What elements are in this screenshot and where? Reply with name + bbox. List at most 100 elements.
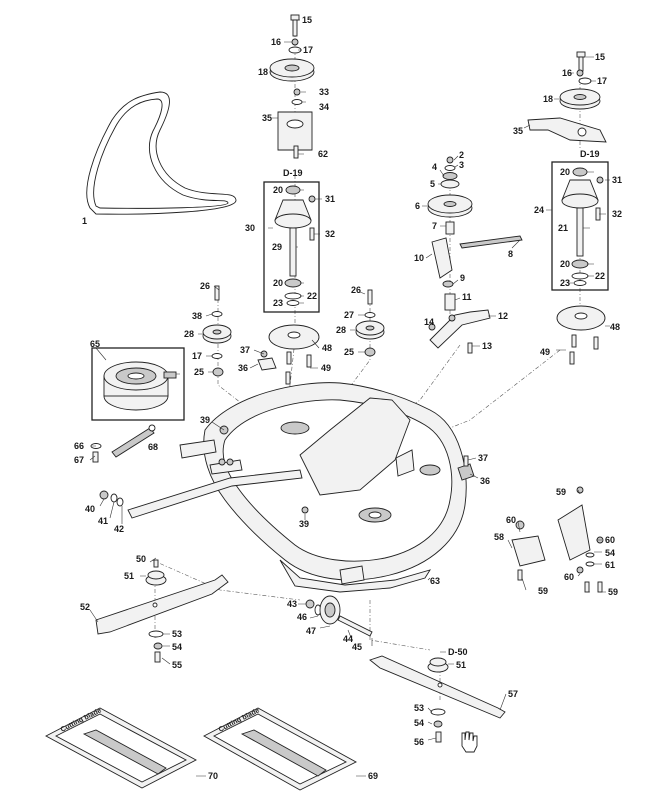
label-31-right: 31 bbox=[612, 175, 622, 185]
bracket-36-37 bbox=[257, 350, 277, 371]
leader-lines bbox=[89, 19, 610, 777]
label-46: 46 bbox=[297, 612, 307, 622]
label-41: 41 bbox=[98, 516, 108, 526]
label-10: 10 bbox=[414, 253, 424, 263]
label-17-center: 17 bbox=[303, 45, 313, 55]
callout-labels: 15 16 17 18 33 34 35 62 D-19 20 31 30 32… bbox=[74, 15, 622, 781]
label-26-middle: 26 bbox=[351, 285, 361, 295]
label-33: 33 bbox=[319, 87, 329, 97]
label-60-left: 60 bbox=[506, 515, 516, 525]
label-31-center: 31 bbox=[325, 194, 335, 204]
label-20-right-top: 20 bbox=[560, 167, 570, 177]
label-67: 67 bbox=[74, 455, 84, 465]
label-39-left: 39 bbox=[200, 415, 210, 425]
label-17-left: 17 bbox=[192, 351, 202, 361]
drive-belt bbox=[86, 91, 237, 215]
label-39-deck: 39 bbox=[299, 519, 309, 529]
label-27: 27 bbox=[344, 310, 354, 320]
label-14: 14 bbox=[424, 317, 434, 327]
label-54-right: 54 bbox=[414, 718, 424, 728]
label-44: 44 bbox=[343, 634, 353, 644]
label-36-center: 36 bbox=[238, 363, 248, 373]
label-59-right: 59 bbox=[608, 587, 618, 597]
electric-clutch bbox=[91, 347, 185, 421]
label-25-left: 25 bbox=[194, 367, 204, 377]
tensioner-assembly bbox=[427, 156, 523, 354]
label-15-right: 15 bbox=[595, 52, 605, 62]
label-61: 61 bbox=[605, 560, 615, 570]
label-34: 34 bbox=[319, 102, 329, 112]
right-blade bbox=[369, 655, 506, 743]
label-56: 56 bbox=[414, 737, 424, 747]
label-16-right: 16 bbox=[562, 68, 572, 78]
label-36-right: 36 bbox=[480, 476, 490, 486]
label-48-center: 48 bbox=[322, 343, 332, 353]
label-54-left: 54 bbox=[172, 642, 182, 652]
label-7: 7 bbox=[432, 221, 437, 231]
label-35-right: 35 bbox=[513, 126, 523, 136]
label-19-center: D-19 bbox=[283, 168, 303, 178]
label-49-center: 49 bbox=[321, 363, 331, 373]
spring-68 bbox=[90, 424, 156, 463]
label-18-right: 18 bbox=[543, 94, 553, 104]
label-66: 66 bbox=[74, 441, 84, 451]
label-22-right: 22 bbox=[595, 271, 605, 281]
label-62: 62 bbox=[318, 149, 328, 159]
label-4: 4 bbox=[432, 162, 437, 172]
label-5: 5 bbox=[430, 179, 435, 189]
label-40: 40 bbox=[85, 504, 95, 514]
label-8: 8 bbox=[508, 249, 513, 259]
label-16-center: 16 bbox=[271, 37, 281, 47]
blade-pack-70: Cutting blade bbox=[45, 707, 197, 789]
label-51-left: 51 bbox=[124, 571, 134, 581]
label-18-center: 18 bbox=[258, 67, 268, 77]
mower-deck bbox=[179, 382, 467, 593]
label-49-right: 49 bbox=[540, 347, 550, 357]
blade-pack-69: Cutting blade bbox=[203, 707, 357, 791]
label-2: 2 bbox=[459, 150, 464, 160]
label-51-right: 51 bbox=[456, 660, 466, 670]
label-1: 1 bbox=[82, 216, 87, 226]
adapter-assembly bbox=[305, 595, 373, 637]
center-spindle-stack bbox=[263, 14, 320, 385]
label-59-left: 59 bbox=[538, 586, 548, 596]
label-57: 57 bbox=[508, 689, 518, 699]
label-21: 21 bbox=[558, 223, 568, 233]
label-20-center-top: 20 bbox=[273, 185, 283, 195]
hand-cursor-icon bbox=[461, 731, 478, 753]
label-52: 52 bbox=[80, 602, 90, 612]
label-58: 58 bbox=[494, 532, 504, 542]
label-37-right: 37 bbox=[478, 453, 488, 463]
label-28-middle: 28 bbox=[336, 325, 346, 335]
left-idler-stack bbox=[202, 285, 232, 377]
right-spindle-stack bbox=[527, 51, 609, 365]
label-45: 45 bbox=[352, 642, 362, 652]
label-59-top: 59 bbox=[556, 487, 566, 497]
label-29: 29 bbox=[272, 242, 282, 252]
label-24: 24 bbox=[534, 205, 544, 215]
label-69: 69 bbox=[368, 771, 378, 781]
label-63: 63 bbox=[430, 576, 440, 586]
label-50-left: 50 bbox=[136, 554, 146, 564]
label-68: 68 bbox=[148, 442, 158, 452]
label-20-right-bottom: 20 bbox=[560, 259, 570, 269]
label-35-center: 35 bbox=[262, 113, 272, 123]
left-blade bbox=[95, 559, 229, 663]
label-25-middle: 25 bbox=[344, 347, 354, 357]
label-3: 3 bbox=[459, 160, 464, 170]
mulch-kit bbox=[511, 486, 604, 593]
label-19-right: D-19 bbox=[580, 149, 600, 159]
label-65: 65 bbox=[90, 339, 100, 349]
label-60-bottom: 60 bbox=[564, 572, 574, 582]
label-12: 12 bbox=[498, 311, 508, 321]
label-23-right: 23 bbox=[560, 278, 570, 288]
label-22-center: 22 bbox=[307, 291, 317, 301]
label-42: 42 bbox=[114, 524, 124, 534]
label-6: 6 bbox=[415, 201, 420, 211]
label-60-right: 60 bbox=[605, 535, 615, 545]
label-15-center: 15 bbox=[302, 15, 312, 25]
label-53-right: 53 bbox=[414, 703, 424, 713]
label-37-center: 37 bbox=[240, 345, 250, 355]
label-28-left: 28 bbox=[184, 329, 194, 339]
